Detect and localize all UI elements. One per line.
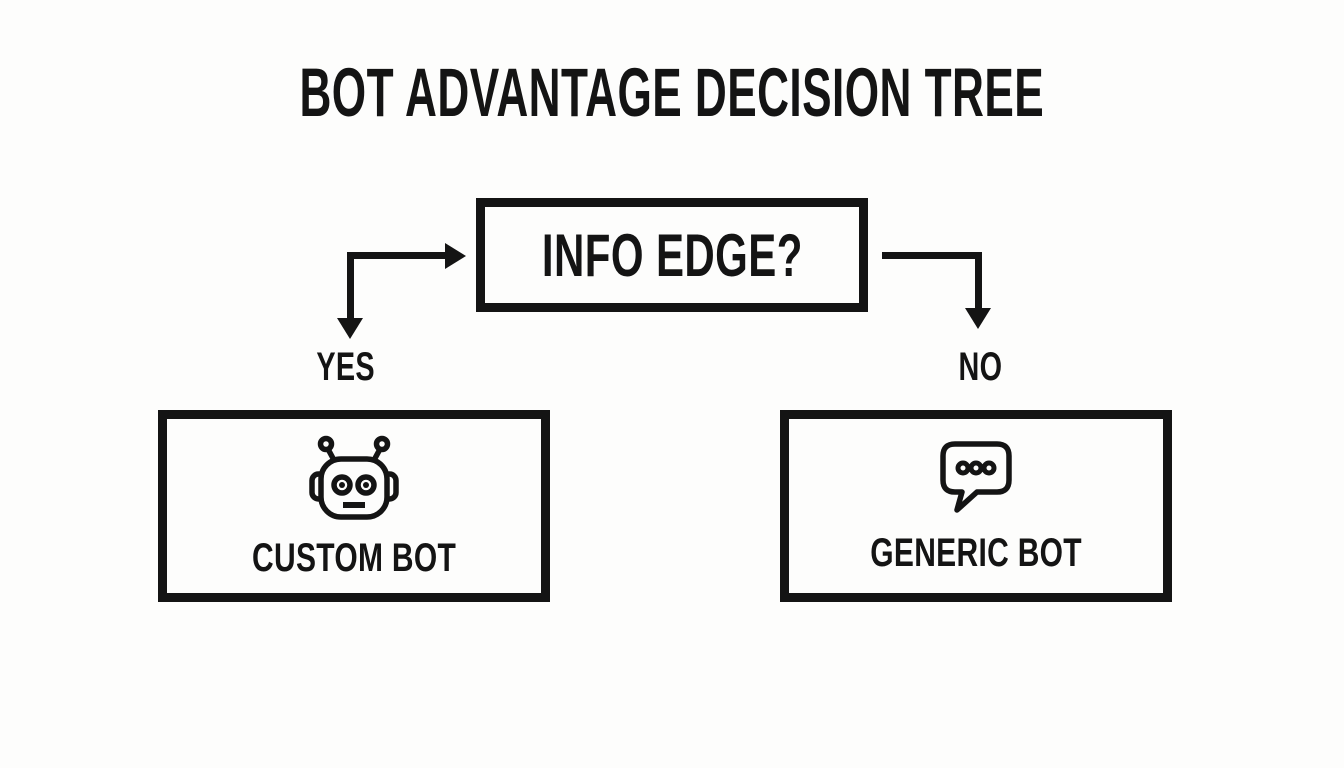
decision-node-label: INFO EDGE? xyxy=(541,221,803,289)
no-arrow-horizontal-line xyxy=(882,252,982,259)
decision-node-info-edge: INFO EDGE? xyxy=(476,198,868,312)
yes-arrow-horizontal-line xyxy=(347,252,445,259)
yes-branch-label: YES xyxy=(281,346,411,388)
no-arrowhead-down-icon xyxy=(965,308,991,329)
robot-icon xyxy=(299,431,409,523)
page-title: BOT ADVANTAGE DECISION TREE xyxy=(0,56,1344,130)
custom-bot-label: CUSTOM BOT xyxy=(251,536,457,580)
chat-bubble-icon xyxy=(931,436,1021,518)
no-arrow-vertical-line xyxy=(975,252,982,308)
generic-bot-label: GENERIC BOT xyxy=(870,531,1082,575)
yes-arrowhead-right-icon xyxy=(445,243,466,269)
no-branch-label-text: NO xyxy=(958,345,1002,389)
outcome-node-custom-bot: CUSTOM BOT xyxy=(158,410,550,602)
page-title-text: BOT ADVANTAGE DECISION TREE xyxy=(299,54,1045,131)
yes-branch-label-text: YES xyxy=(316,345,376,389)
yes-arrowhead-down-icon xyxy=(337,318,363,339)
no-branch-label: NO xyxy=(915,346,1045,388)
outcome-node-generic-bot: GENERIC BOT xyxy=(780,410,1172,602)
yes-arrow-vertical-line xyxy=(347,252,354,318)
